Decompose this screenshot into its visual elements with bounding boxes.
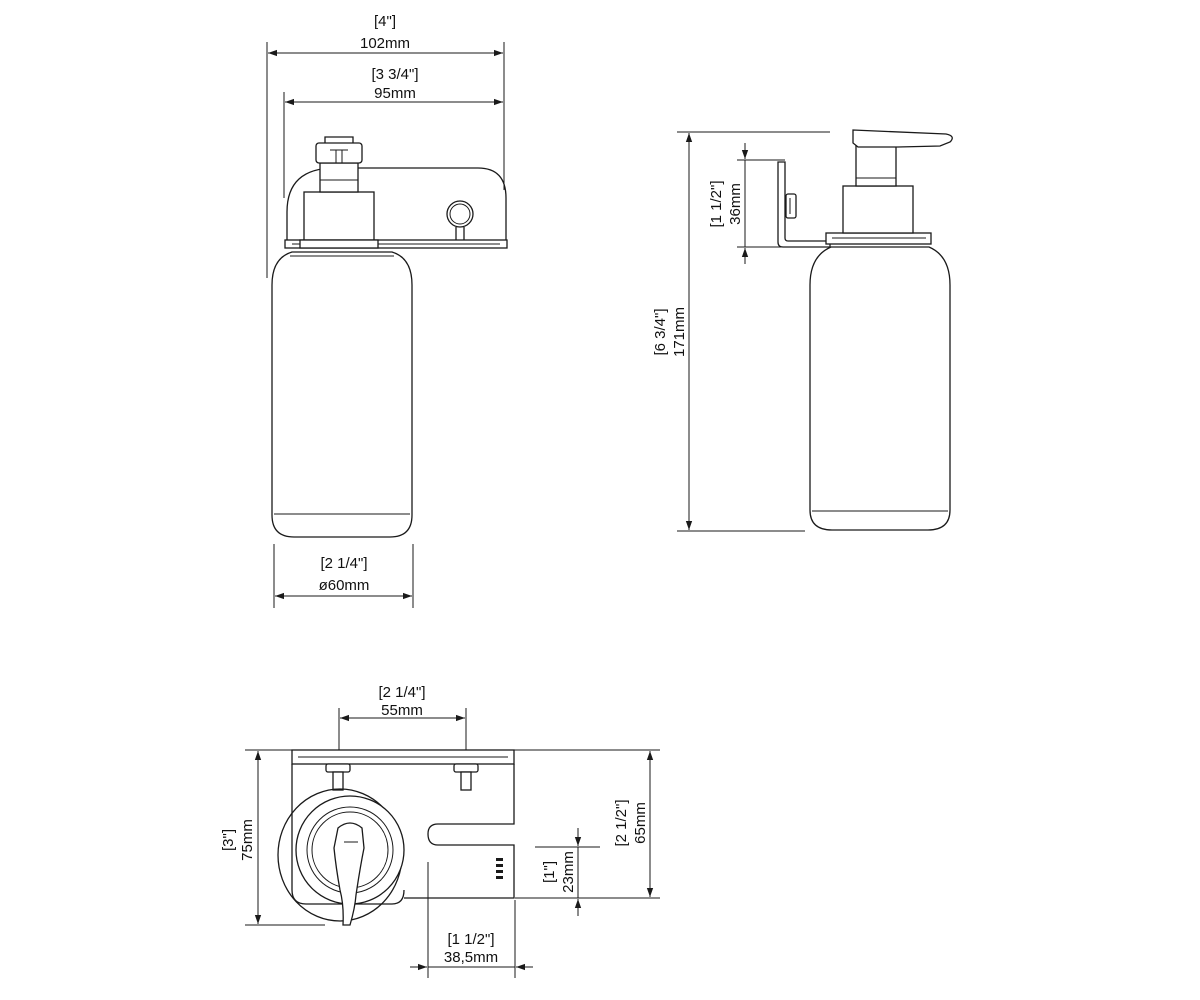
dim-slot-depth-mm: 23mm: [560, 851, 577, 893]
pump-collar: [303, 191, 375, 241]
dim-slot-depth-inch: [1"]: [541, 861, 558, 883]
dimension-bottle-diameter: [2 1/4"] ø60mm: [273, 544, 414, 608]
bottle-body: [271, 251, 413, 538]
screw-right: [453, 763, 479, 791]
dim-overall-height-inch: [6 3/4"]: [652, 308, 669, 355]
top-shelf-outline: [291, 764, 405, 905]
screw-left: [325, 763, 351, 791]
dim-screw-spacing-inch: [2 1/4"]: [378, 684, 425, 701]
dimension-slot-depth: [1"] 23mm: [535, 828, 600, 916]
side-view: [6 3/4"] 171mm [1 1/2"] 36mm: [652, 129, 953, 532]
dim-bracket-height-inch: [1 1/2"]: [708, 180, 725, 227]
dim-slot-width-mm: 38,5mm: [444, 949, 498, 966]
top-view: [2 1/4"] 55mm [3"] 75mm [2 1/2"] 65mm [1…: [220, 684, 660, 978]
dim-overall-width-inch: [4"]: [374, 13, 396, 30]
bracket-knob: [446, 200, 474, 228]
dim-shelf-width-mm: 95mm: [374, 85, 416, 102]
dim-slot-width-inch: [1 1/2"]: [447, 931, 494, 948]
dimension-overall-width: [4"] 102mm: [266, 13, 505, 278]
dim-overall-height-mm: 171mm: [671, 307, 688, 357]
dimension-shelf-depth: [2 1/2"] 65mm: [613, 751, 654, 897]
side-bottle-body: [809, 246, 951, 531]
dimension-shelf-width: [3 3/4"] 95mm: [283, 66, 503, 198]
dimension-screw-spacing: [2 1/4"] 55mm: [338, 684, 467, 770]
dimension-bracket-height: [1 1/2"] 36mm: [708, 143, 785, 264]
shelf-slot: [404, 764, 515, 899]
dimension-overall-depth: [3"] 75mm: [220, 751, 262, 924]
pump-nozzle-top: [333, 822, 365, 926]
dim-overall-depth-inch: [3"]: [220, 829, 237, 851]
dim-shelf-depth-mm: 65mm: [632, 802, 649, 844]
pump-nozzle: [852, 129, 953, 148]
dim-screw-spacing-mm: 55mm: [381, 702, 423, 719]
dim-overall-width-mm: 102mm: [360, 35, 410, 52]
dimension-overall-height: [6 3/4"] 171mm: [652, 131, 830, 532]
dim-bracket-height-mm: 36mm: [727, 183, 744, 225]
front-view: [4"] 102mm [3 3/4"] 95mm: [266, 13, 508, 608]
dim-bottle-diameter-inch: [2 1/4"]: [320, 555, 367, 572]
dim-shelf-width-inch: [3 3/4"]: [371, 66, 418, 83]
dim-overall-depth-mm: 75mm: [239, 819, 256, 861]
grip-marks: [496, 858, 503, 879]
dimension-slot-width: [1 1/2"] 38,5mm: [410, 862, 533, 978]
dim-shelf-depth-inch: [2 1/2"]: [613, 799, 630, 846]
dim-bottle-diameter-mm: ø60mm: [319, 577, 370, 594]
